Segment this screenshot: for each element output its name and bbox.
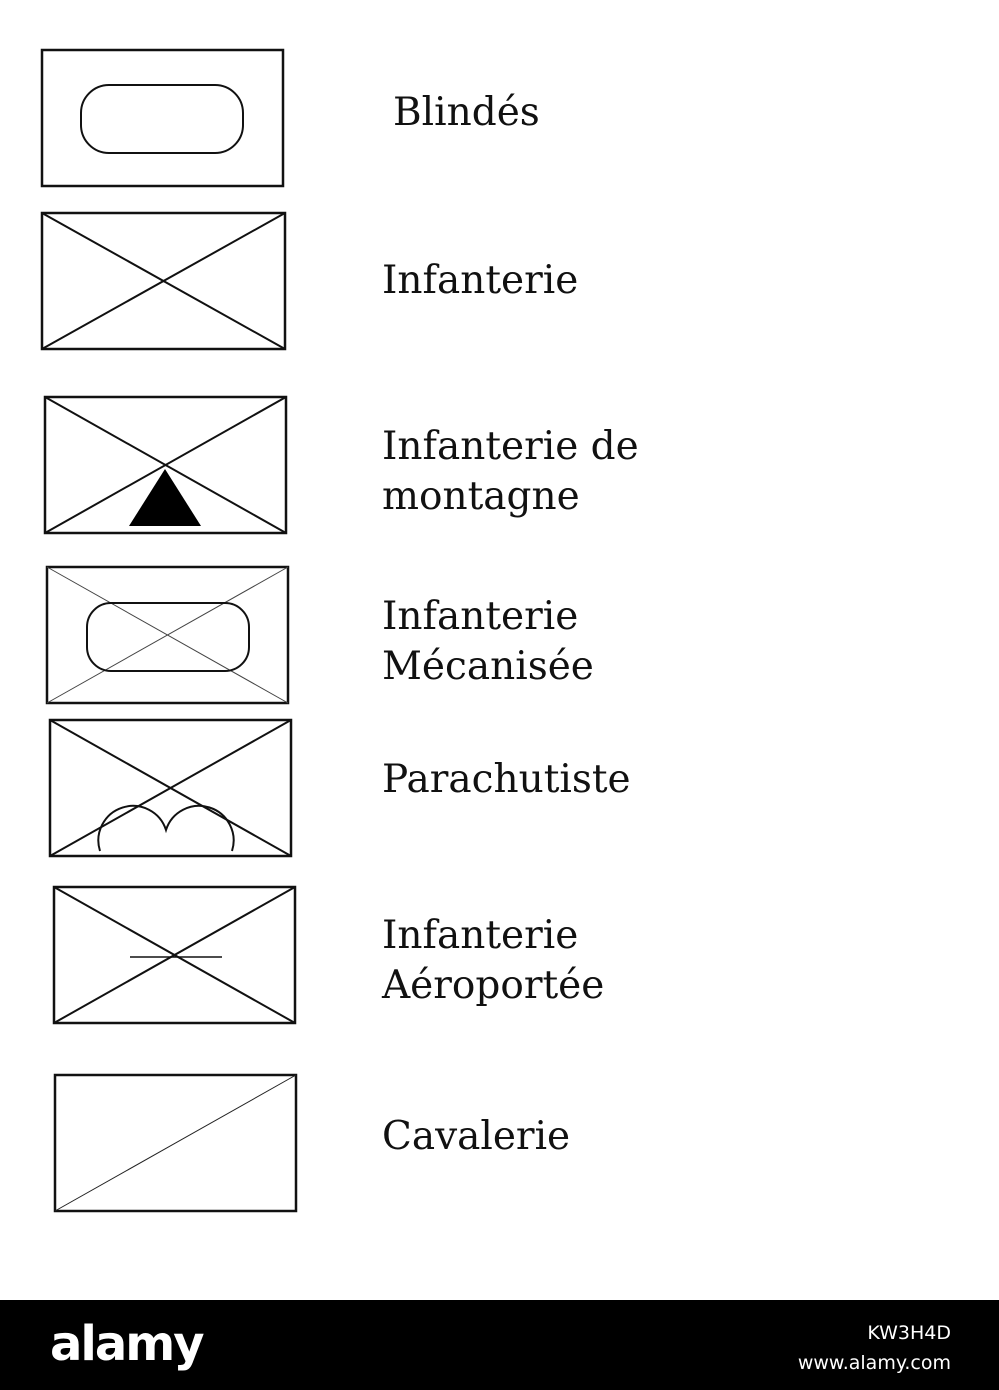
legend-label-mechanized-infantry: Infanterie Mécanisée <box>382 592 594 692</box>
legend-label-line: Infanterie de <box>382 424 639 469</box>
legend-label-cavalry: Cavalerie <box>382 1112 570 1162</box>
mountain-infantry-symbol-icon <box>43 395 288 535</box>
mechanized-infantry-symbol-icon <box>45 565 290 705</box>
legend-label-infantry: Infanterie <box>382 256 578 306</box>
legend-label-armour: Blindés <box>393 88 540 138</box>
watermark-footer: alamy KW3H4D www.alamy.com <box>0 1300 999 1390</box>
legend-label-line: Aéroportée <box>382 963 605 1008</box>
legend-label-line: montagne <box>382 474 580 519</box>
airborne-infantry-symbol-icon <box>52 885 297 1025</box>
legend-label-line: Infanterie <box>382 594 579 639</box>
infantry-symbol-icon <box>40 211 287 351</box>
alamy-logo: alamy <box>50 1316 205 1372</box>
legend-label-paratrooper: Parachutiste <box>382 755 631 805</box>
paratrooper-symbol-icon <box>48 718 293 858</box>
legend-label-line: Mécanisée <box>382 644 594 689</box>
unit-symbol-legend: Blindés Infanterie Infanterie de montagn… <box>40 48 639 1213</box>
legend-label-line: Infanterie <box>382 258 579 303</box>
image-code: KW3H4D <box>867 1322 951 1344</box>
legend-label-line: Blindés <box>393 90 540 135</box>
armour-symbol-icon <box>40 48 285 188</box>
site-url: www.alamy.com <box>797 1352 951 1374</box>
legend-label-line: Cavalerie <box>382 1114 571 1159</box>
legend-label-line: Infanterie <box>382 913 579 958</box>
legend-label-line: Parachutiste <box>382 757 631 802</box>
cavalry-symbol-icon <box>53 1073 298 1213</box>
legend-label-mountain-infantry: Infanterie de montagne <box>382 422 639 522</box>
legend-label-airborne-infantry: Infanterie Aéroportée <box>382 911 604 1011</box>
